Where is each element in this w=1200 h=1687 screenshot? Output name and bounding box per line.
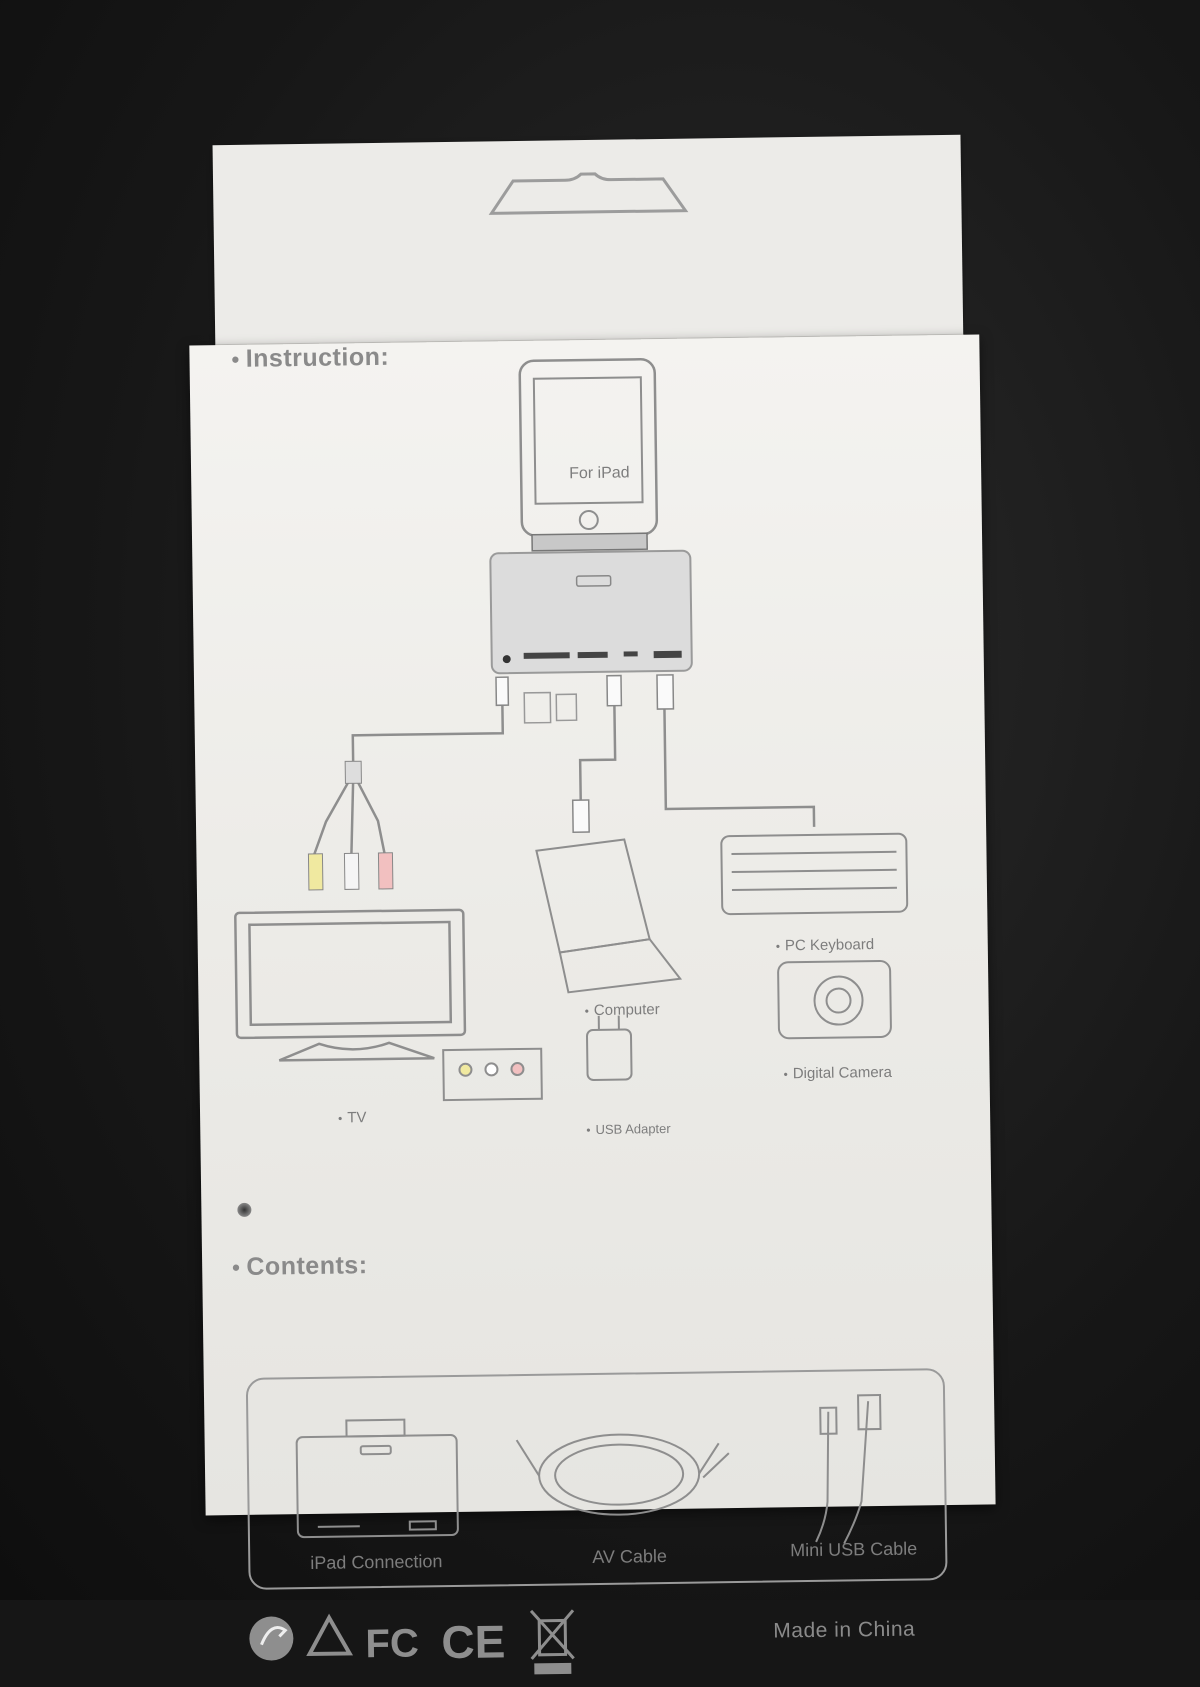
connection-diagram: [189, 335, 990, 1106]
made-in-label: Made in China: [773, 1618, 915, 1644]
dock-connector-icon: [532, 533, 647, 551]
contents-item-mini-usb-cable: Mini USB Cable: [790, 1539, 917, 1562]
svg-text:FC: FC: [365, 1621, 419, 1666]
tv-icon: [235, 910, 465, 1061]
recycle-arrow-icon: [249, 1616, 294, 1661]
contents-frame: iPad Connection AV Cable Mini USB Cable: [246, 1368, 948, 1590]
contents-item-av-cable: AV Cable: [592, 1546, 667, 1568]
av-cable-icon: [517, 1433, 730, 1516]
hanger-tab-icon: [213, 135, 964, 350]
camera-label: •Digital Camera: [783, 1064, 892, 1083]
cable-lines: [312, 682, 814, 854]
ipad-icon: [520, 359, 657, 536]
contents-item-ipad-connection: iPad Connection: [310, 1551, 442, 1574]
contents-heading: •Contents:: [232, 1251, 368, 1282]
ce-mark-icon: CE: [441, 1615, 506, 1668]
sd-card-icon: [524, 692, 576, 723]
fcc-logo-icon: FC: [365, 1621, 419, 1666]
recycle-triangle-icon: [309, 1617, 349, 1654]
usb-plug-icon: [657, 675, 673, 709]
svg-text:CE: CE: [441, 1615, 506, 1668]
usb-plug-to-computer-icon: [573, 800, 589, 832]
instruction-panel: •Instruction:: [189, 335, 995, 1516]
certification-icons: FC CE: [245, 1602, 606, 1687]
audio-jack-icon: [496, 677, 508, 705]
keyboard-label: •PC Keyboard: [776, 936, 875, 954]
tv-label: •TV: [338, 1109, 367, 1126]
camera-icon: [778, 961, 891, 1039]
weee-bin-icon: [531, 1610, 574, 1673]
usb-adapter-label: •USB Adapter: [586, 1121, 671, 1137]
av-ports-icon: [443, 1049, 542, 1100]
mini-usb-cable-icon: [814, 1395, 882, 1544]
computer-label: •Computer: [585, 1001, 660, 1019]
puncture-mark: [237, 1203, 251, 1217]
mini-usb-plug-icon: [607, 676, 621, 706]
ipad-connection-icon: [296, 1419, 458, 1537]
usb-adapter-icon: [587, 1015, 632, 1080]
laptop-icon: [536, 839, 680, 993]
product-box: •Instruction:: [186, 127, 995, 1516]
box-top-flap: [213, 135, 964, 350]
keyboard-icon: [721, 834, 907, 915]
ipad-label: For iPad: [569, 464, 630, 483]
adapter-icon: [490, 551, 692, 674]
